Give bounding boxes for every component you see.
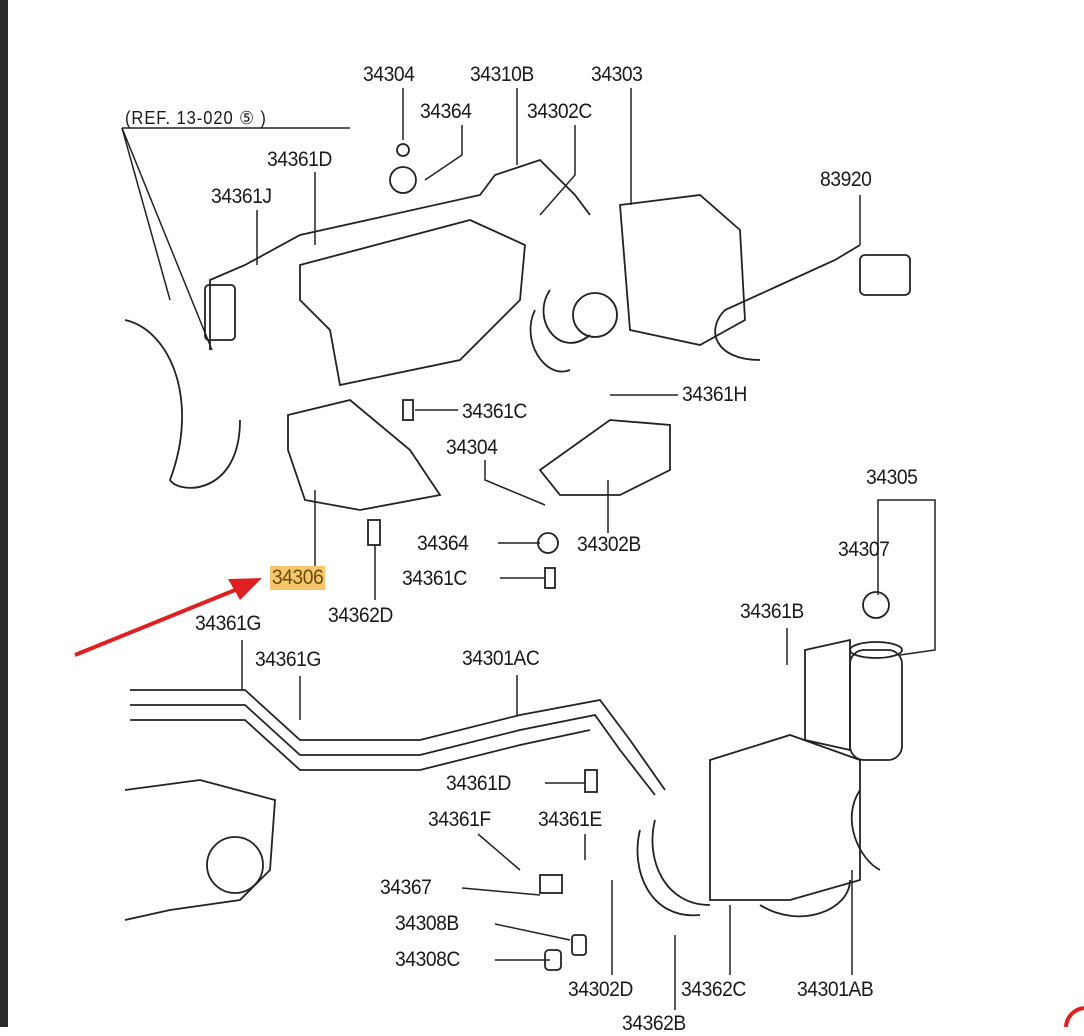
part-label[interactable]: 34361B — [740, 600, 804, 623]
part-label[interactable]: 34301AC — [462, 647, 540, 670]
part-label[interactable]: 34307 — [838, 538, 890, 561]
part-label[interactable]: 34310B — [470, 63, 534, 86]
part-label[interactable]: 34364 — [417, 532, 469, 555]
leader-lines — [121, 88, 936, 1010]
part-label[interactable]: 34302B — [577, 533, 641, 556]
part-label[interactable]: 34305 — [866, 466, 918, 489]
part-label[interactable]: 34361F — [428, 808, 491, 831]
part-label[interactable]: 34361H — [682, 383, 747, 406]
part-label[interactable]: 34301AB — [797, 978, 874, 1001]
part-label[interactable]: 34304 — [363, 63, 415, 86]
part-label[interactable]: 34303 — [591, 63, 643, 86]
component-outlines — [124, 143, 911, 971]
part-label[interactable]: 34361J — [211, 185, 272, 208]
part-label[interactable]: 34361D — [267, 148, 332, 171]
part-label[interactable]: 34308C — [395, 948, 460, 971]
part-label[interactable]: 34361C — [402, 567, 467, 590]
part-label[interactable]: 34361E — [538, 808, 602, 831]
red-arrow — [74, 578, 262, 657]
window-border — [0, 0, 8, 1027]
part-label[interactable]: 34361C — [462, 400, 527, 423]
red-mark-corner — [1064, 1006, 1084, 1027]
highlighted-part-label[interactable]: 34306 — [270, 566, 326, 590]
part-label[interactable]: 34361G — [255, 648, 321, 671]
part-label[interactable]: 34302C — [527, 100, 592, 123]
part-label[interactable]: 34367 — [380, 876, 432, 899]
part-label[interactable]: 34364 — [420, 100, 472, 123]
part-label[interactable]: 34308B — [395, 912, 459, 935]
part-label[interactable]: 34362D — [328, 604, 393, 627]
reference-note: (REF. 13-020 ⑤ ) — [125, 108, 267, 128]
part-label[interactable]: 34362B — [622, 1012, 686, 1035]
part-label[interactable]: 34361G — [195, 612, 261, 635]
part-label[interactable]: 83920 — [820, 168, 872, 191]
part-label[interactable]: 34302D — [568, 978, 633, 1001]
part-label[interactable]: 34362C — [681, 978, 746, 1001]
part-label[interactable]: 34304 — [446, 436, 498, 459]
part-label[interactable]: 34361D — [446, 772, 511, 795]
